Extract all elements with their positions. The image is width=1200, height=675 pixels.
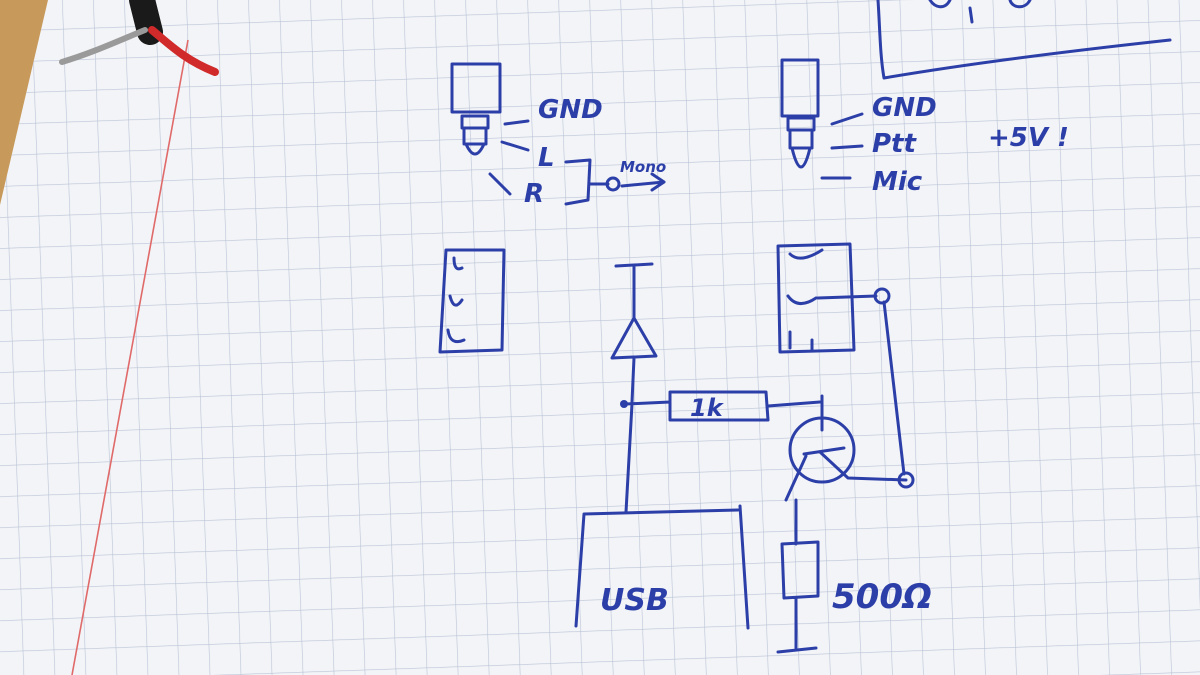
resistor-bottom-label: 500Ω — [832, 577, 932, 617]
audio-cable — [59, 0, 219, 76]
mono-node — [605, 176, 621, 192]
vbus-wire — [624, 402, 634, 514]
transistor-symbol — [784, 394, 908, 502]
left-jack-plug — [450, 62, 502, 156]
left-pin-r: R — [524, 179, 544, 209]
mono-arrow — [620, 172, 666, 192]
mono-label: Mono — [620, 158, 666, 176]
left-jack-leads — [488, 119, 530, 196]
usb-connector — [574, 504, 750, 630]
ptt-wire — [882, 300, 906, 476]
right-jack-plug — [780, 58, 820, 169]
usb-label: USB — [600, 583, 669, 618]
corner-sketch — [876, 0, 1172, 80]
junction-node — [620, 400, 628, 408]
right-jack-leads — [820, 112, 864, 180]
right-pin-gnd: GND — [872, 93, 937, 123]
supply-note: +5V ! — [988, 123, 1069, 153]
right-pin-mic: Mic — [872, 167, 923, 197]
corner-scribble — [928, 0, 1032, 24]
left-jack-socket — [438, 248, 506, 354]
resistor-bottom — [776, 498, 820, 654]
diode-symbol — [610, 262, 658, 404]
margin-line — [71, 39, 189, 675]
resistor-top-label: 1k — [690, 394, 725, 422]
ptt-node — [873, 287, 891, 305]
right-pin-ptt: Ptt — [872, 129, 917, 159]
mono-bridge — [564, 158, 610, 206]
right-jack-socket — [776, 242, 878, 354]
collector-node — [897, 471, 915, 489]
left-pin-l: L — [538, 143, 555, 173]
left-pin-gnd: GND — [538, 95, 603, 125]
